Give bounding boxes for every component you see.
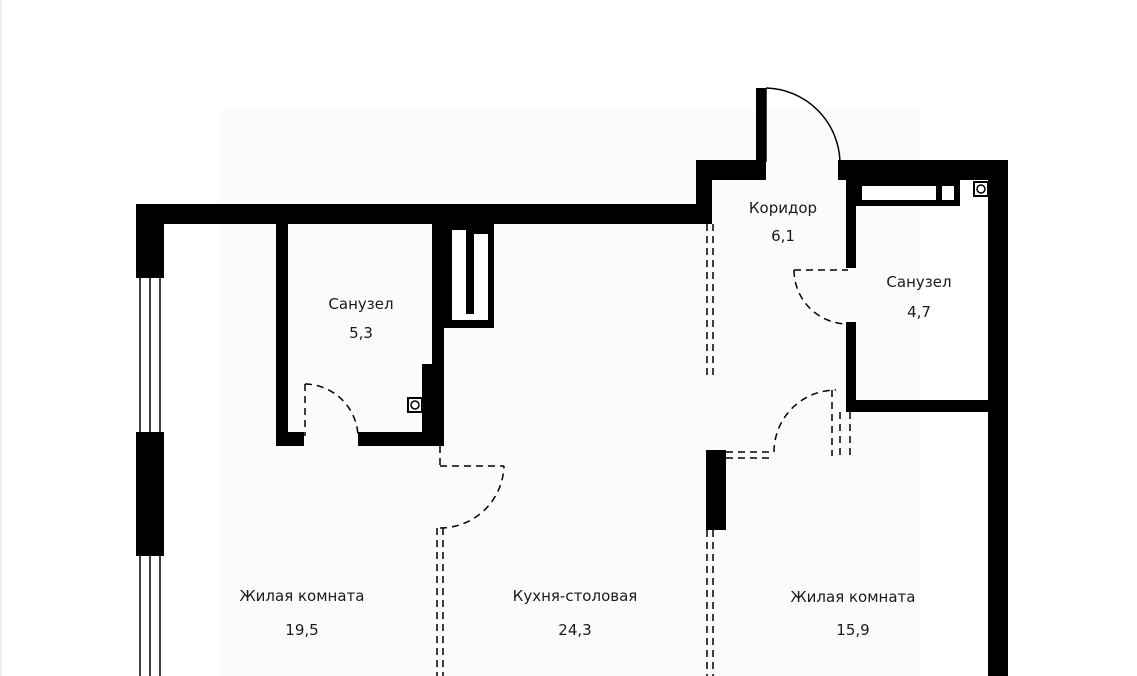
toilet-left-bowl bbox=[410, 400, 420, 410]
living-right-name: Жилая комната bbox=[791, 588, 916, 606]
door-bathroom-right bbox=[793, 269, 849, 325]
bathroom-left-name: Санузел bbox=[328, 295, 393, 313]
kitchen-area: 24,3 bbox=[558, 621, 591, 639]
door-bathroom-left bbox=[304, 383, 359, 437]
window-upper bbox=[139, 278, 161, 432]
door-kitchen bbox=[439, 465, 505, 529]
exterior-walls bbox=[136, 160, 1008, 676]
kitchen-name: Кухня-столовая bbox=[513, 587, 638, 605]
entrance-door bbox=[756, 87, 841, 180]
living-right-area: 15,9 bbox=[836, 621, 869, 639]
corridor-area: 6,1 bbox=[771, 227, 795, 245]
toilet-right bbox=[973, 181, 989, 197]
bathtub-right bbox=[856, 180, 960, 206]
bathroom-left-walls bbox=[276, 224, 444, 446]
bathtub-left bbox=[444, 224, 494, 328]
corridor-name: Коридор bbox=[749, 199, 817, 217]
living-left-name: Жилая комната bbox=[240, 587, 365, 605]
toilet-right-bowl bbox=[976, 184, 986, 194]
door-living-right bbox=[706, 389, 851, 530]
bathroom-right-area: 4,7 bbox=[907, 303, 931, 321]
bathroom-right-walls bbox=[846, 180, 988, 412]
window-lower bbox=[139, 556, 161, 676]
bathroom-right-name: Санузел bbox=[886, 273, 951, 291]
bathroom-left-area: 5,3 bbox=[349, 324, 373, 342]
living-left-area: 19,5 bbox=[285, 621, 318, 639]
toilet-left bbox=[407, 397, 423, 413]
